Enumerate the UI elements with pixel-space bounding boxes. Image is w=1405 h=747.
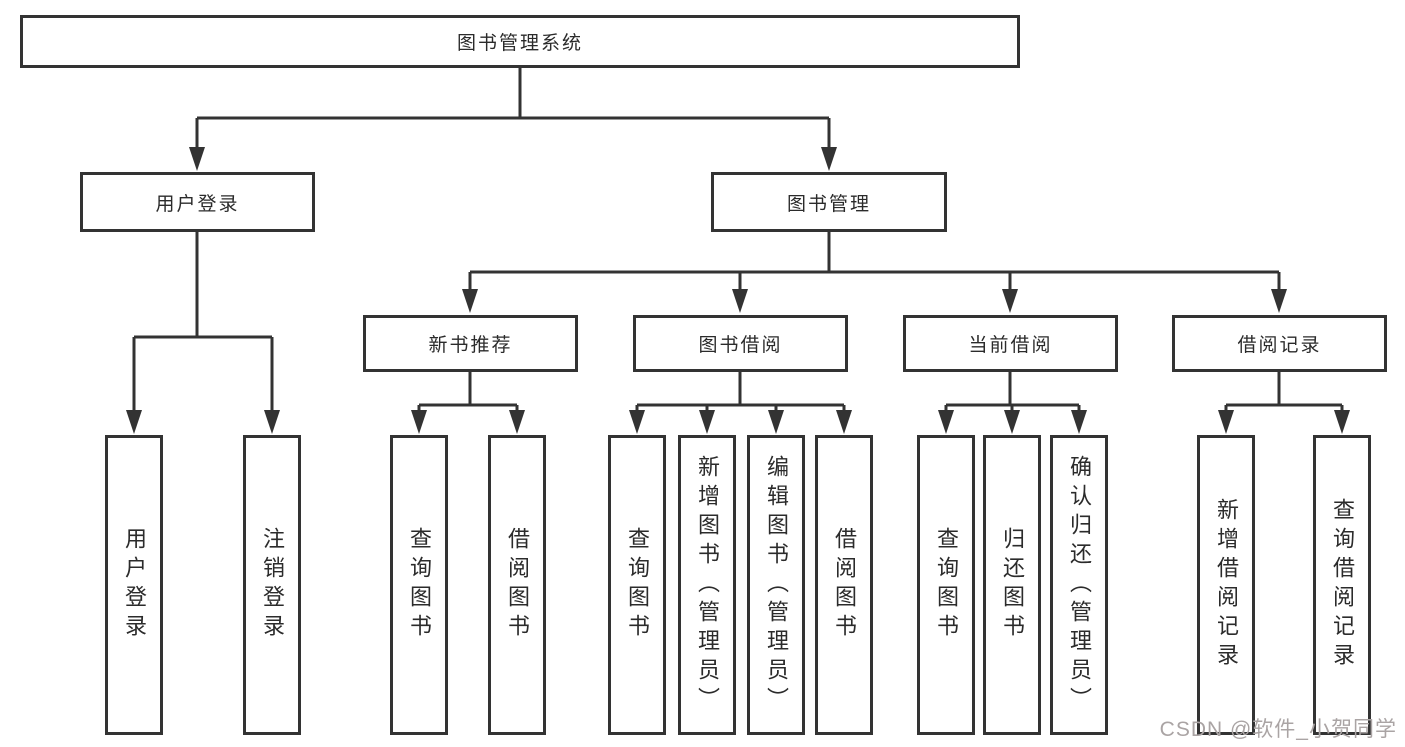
node-user-login: 用户登录: [80, 172, 315, 232]
node-borrow-add-book-admin: 新增图书（管理员）: [678, 435, 736, 735]
node-new-book-recommend: 新书推荐: [363, 315, 578, 372]
connector-root-to-level2: [189, 68, 837, 171]
node-newbook-query-book: 查询图书: [390, 435, 448, 735]
node-current-confirm-return-admin: 确认归还（管理员）: [1050, 435, 1108, 735]
connector-current-to-leaves: [938, 372, 1087, 434]
connector-records-to-leaves: [1218, 372, 1350, 434]
node-login-logout: 注销登录: [243, 435, 301, 735]
connector-mgmt-to-level3: [462, 232, 1287, 313]
node-borrow-records: 借阅记录: [1172, 315, 1387, 372]
node-current-query-book: 查询图书: [917, 435, 975, 735]
node-root: 图书管理系统: [20, 15, 1020, 68]
node-book-management: 图书管理: [711, 172, 947, 232]
node-login-user-login: 用户登录: [105, 435, 163, 735]
node-current-return-book: 归还图书: [983, 435, 1041, 735]
node-borrow-edit-book-admin: 编辑图书（管理员）: [747, 435, 805, 735]
node-records-query-record: 查询借阅记录: [1313, 435, 1371, 735]
connector-login-to-leaves: [126, 232, 280, 434]
node-book-borrow: 图书借阅: [633, 315, 848, 372]
watermark: CSDN @软件_小贺同学: [1159, 718, 1397, 741]
node-records-add-record: 新增借阅记录: [1197, 435, 1255, 735]
node-current-borrow: 当前借阅: [903, 315, 1118, 372]
connector-borrow-to-leaves: [629, 372, 852, 434]
node-newbook-borrow-book: 借阅图书: [488, 435, 546, 735]
node-borrow-query-book: 查询图书: [608, 435, 666, 735]
node-borrow-borrow-book: 借阅图书: [815, 435, 873, 735]
connector-newbook-to-leaves: [411, 372, 525, 434]
